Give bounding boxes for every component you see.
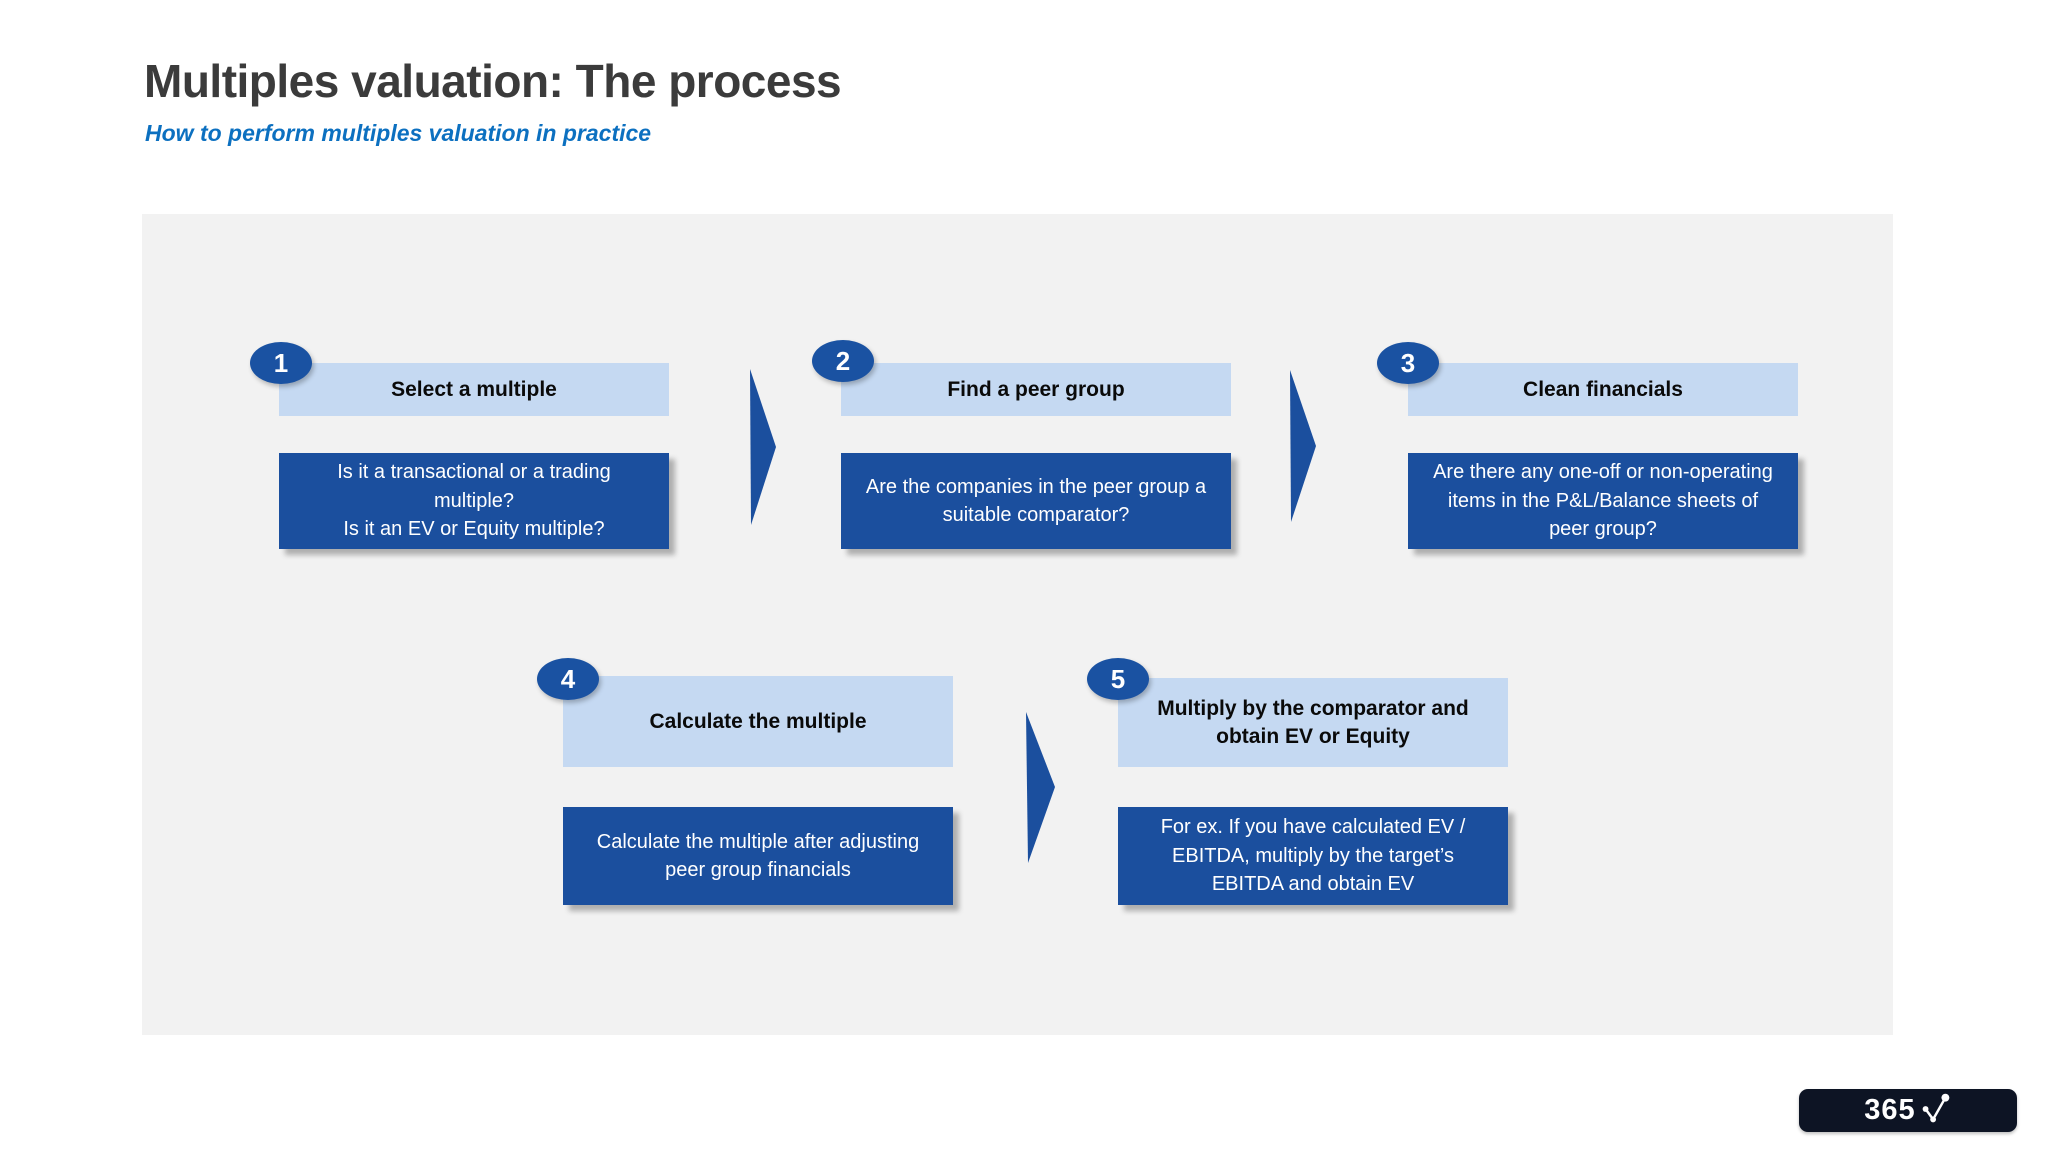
step-4-description: Calculate the multiple after adjusting p… bbox=[596, 830, 920, 881]
step-3-title: Clean financials bbox=[1523, 377, 1683, 401]
step-2-number-badge: 2 bbox=[812, 340, 874, 382]
step-4-description-box: Calculate the multiple after adjusting p… bbox=[563, 807, 953, 905]
step-5-title: Multiply by the comparator and obtain EV… bbox=[1157, 697, 1469, 748]
step-5-number-badge: 5 bbox=[1087, 658, 1149, 700]
step-1-title-box: Select a multiple bbox=[279, 363, 669, 416]
brand-logo: 365 bbox=[1799, 1089, 2017, 1132]
step-2-title: Find a peer group bbox=[947, 377, 1125, 401]
step-2-description: Are the companies in the peer group a su… bbox=[865, 475, 1207, 526]
step-4-number-badge: 4 bbox=[537, 658, 599, 700]
flow-arrow-icon bbox=[1290, 370, 1316, 522]
step-1-description: Is it a transactional or a trading multi… bbox=[337, 461, 611, 541]
step-2-description-box: Are the companies in the peer group a su… bbox=[841, 453, 1231, 549]
page-subtitle: How to perform multiples valuation in pr… bbox=[145, 120, 652, 146]
content-panel: 1 Select a multiple Is it a transactiona… bbox=[142, 214, 1893, 1035]
flow-arrow-icon bbox=[1026, 712, 1055, 863]
step-3-title-box: Clean financials bbox=[1408, 363, 1798, 416]
step-5-description-box: For ex. If you have calculated EV / EBIT… bbox=[1118, 807, 1508, 905]
flow-arrow-icon bbox=[750, 369, 776, 525]
page-title: Multiples valuation: The process bbox=[144, 55, 842, 107]
step-1-title: Select a multiple bbox=[391, 377, 557, 401]
step-4-title: Calculate the multiple bbox=[649, 709, 867, 733]
step-1-description-box: Is it a transactional or a trading multi… bbox=[279, 453, 669, 549]
step-3-number-badge: 3 bbox=[1377, 342, 1439, 384]
step-4-title-box: Calculate the multiple bbox=[563, 676, 953, 767]
step-2-title-box: Find a peer group bbox=[841, 363, 1231, 416]
step-3-description: Are there any one-off or non-operating i… bbox=[1433, 461, 1773, 541]
brand-logo-text: 365 bbox=[1864, 1094, 1916, 1126]
step-3-description-box: Are there any one-off or non-operating i… bbox=[1408, 453, 1798, 549]
check-line-chart-icon bbox=[1918, 1093, 1952, 1126]
step-5-title-box: Multiply by the comparator and obtain EV… bbox=[1118, 678, 1508, 767]
step-1-number-badge: 1 bbox=[250, 342, 312, 384]
step-5-description: For ex. If you have calculated EV / EBIT… bbox=[1160, 816, 1466, 896]
